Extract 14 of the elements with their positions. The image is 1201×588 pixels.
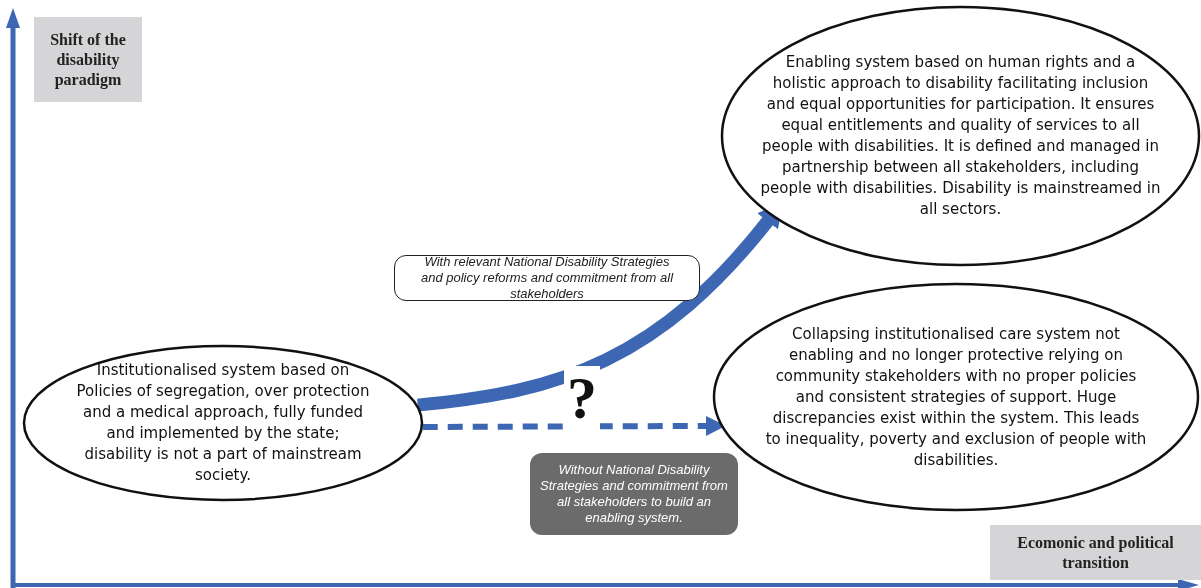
- condition-box: [394, 255, 700, 301]
- node-text: Enabling system based on human rights and a holistic approach to disability facilitating inclusion and equal opportunities for participation. It ensures equal entitlements and quality of services to all people with disabilities. It is defined and managed in partnership between all stakeholders, including people with disabilities. Disability is mainstreamed in all sectors.: [760, 52, 1161, 220]
- axis-title-box: [34, 17, 142, 102]
- node-text: Institutionalised system based on Policies of segregation, over protection and a medical approach, fully funded and implemented by the state; disability is not a part of mainstream society.: [75, 360, 371, 486]
- node-text: With relevant National Disability Strategies and policy reforms and commitment from all stakeholders: [419, 254, 675, 302]
- axis-title-box: [990, 525, 1201, 580]
- outcome-ellipse: [720, 5, 1201, 267]
- node-text: Ecomonic and political transition: [1016, 532, 1175, 573]
- origin-ellipse: [22, 344, 424, 502]
- node-text: Collapsing institutionalised care system not enabling and no longer protective relying on community stakeholders with no proper policies and consistent strategies of support. Huge discrepancies exist within the system. This leads to inequality, poverty and exclusion of people with disabilities.: [764, 323, 1148, 471]
- node-text: Shift of the disability paradigm: [49, 29, 127, 90]
- node-text: Without National Disability Strategies and commitment from all stakeholders to build an enabling system.: [539, 462, 729, 526]
- condition-box: [530, 453, 738, 535]
- question-mark: ?: [564, 366, 600, 430]
